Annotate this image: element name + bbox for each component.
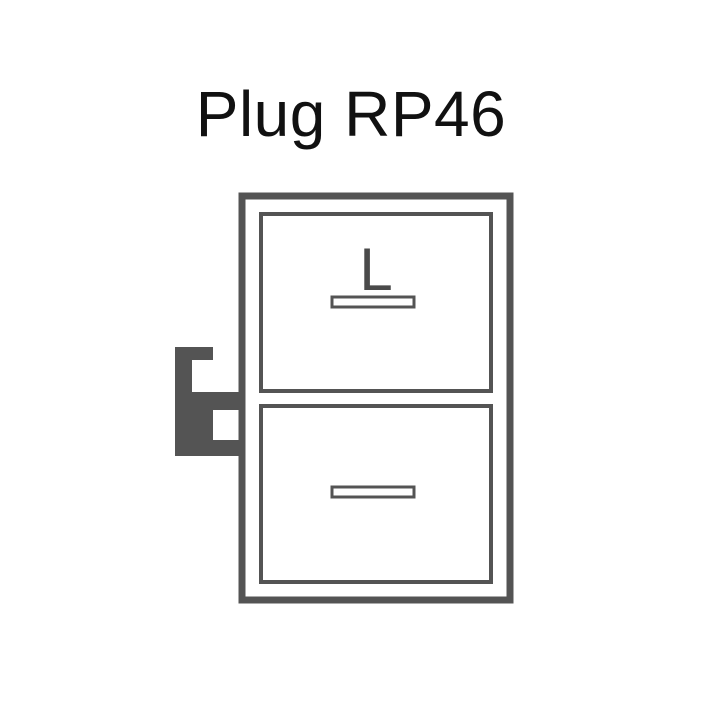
drawer-bottom (259, 404, 493, 584)
drawer-handle-icon (330, 295, 416, 309)
drawer-top: L (259, 212, 493, 393)
drawer-handle-icon (330, 485, 416, 499)
drawer-label: L (359, 236, 392, 303)
cabinet-frame (238, 192, 514, 604)
page-title: Plug RP46 (195, 78, 507, 150)
plug-bracket-icon (175, 347, 241, 456)
